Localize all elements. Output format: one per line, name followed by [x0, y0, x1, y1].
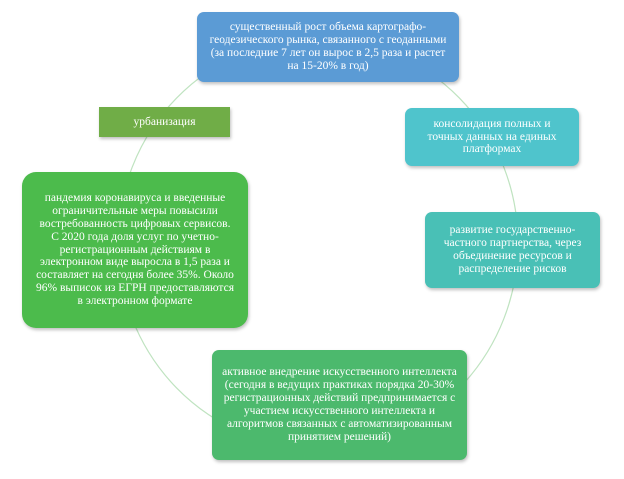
node-market-growth-text: существенный рост объема картографо-геод… [209, 21, 447, 72]
node-pandemic: пандемия коронавируса и введенные ограни… [22, 172, 248, 328]
node-ai-adoption-text: активное внедрение искусственного интелл… [222, 366, 457, 443]
node-data-consolidation: консолидация полных и точных данных на е… [405, 108, 579, 166]
node-public-private-partnership: развитие государственно-частного партнер… [425, 212, 600, 288]
node-public-private-partnership-text: развитие государственно-частного партнер… [443, 224, 582, 275]
node-ai-adoption: активное внедрение искусственного интелл… [212, 350, 467, 460]
node-urbanization: урбанизация [99, 107, 230, 137]
node-market-growth: существенный рост объема картографо-геод… [197, 12, 459, 82]
node-data-consolidation-text: консолидация полных и точных данных на е… [427, 117, 557, 156]
node-pandemic-text: пандемия коронавируса и введенные ограни… [36, 192, 234, 308]
node-urbanization-text: урбанизация [133, 115, 196, 128]
